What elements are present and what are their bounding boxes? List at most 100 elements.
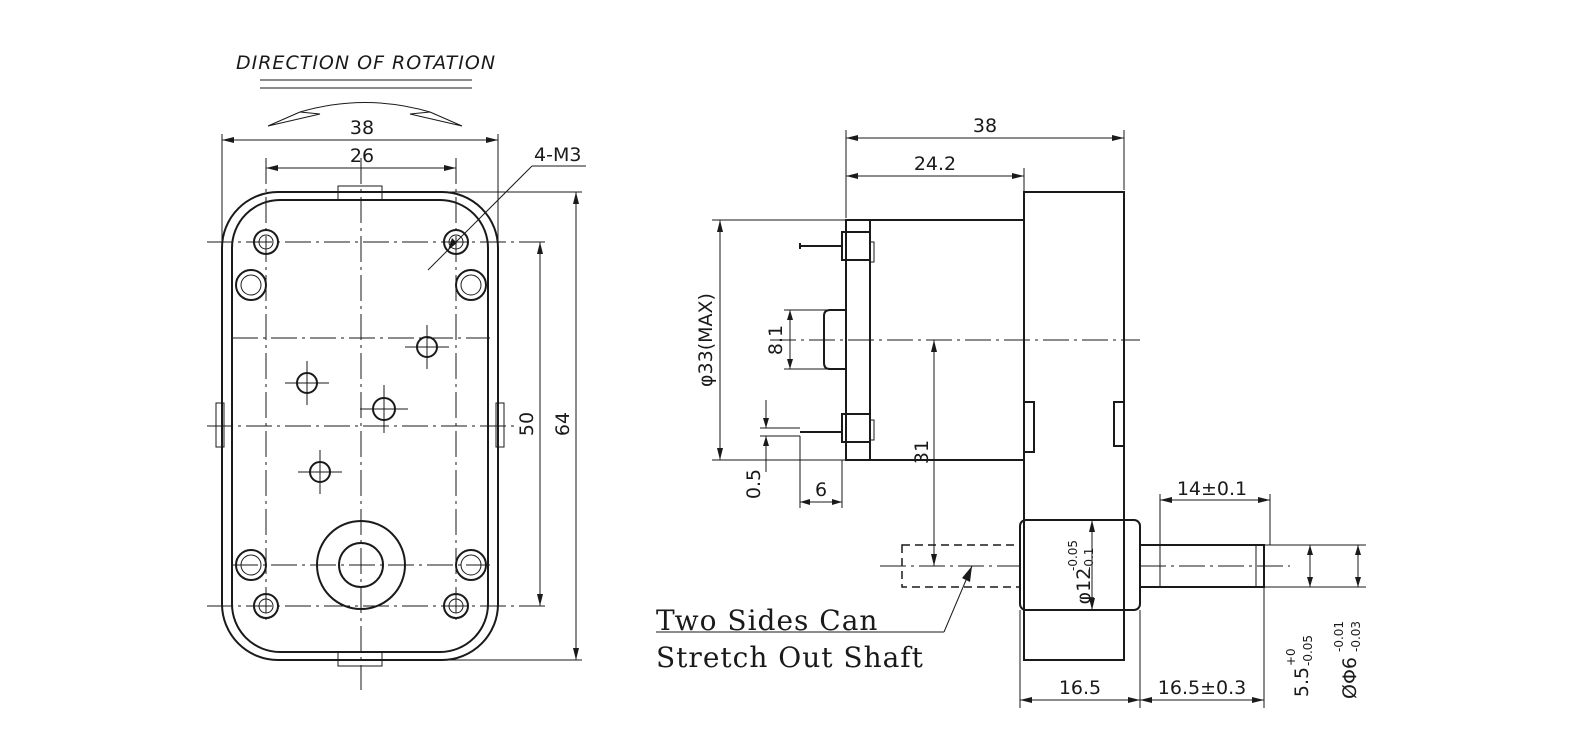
mounting-holes — [253, 229, 469, 619]
flat-lower-tol: -0.05 — [1301, 635, 1315, 666]
left-notch — [215, 402, 225, 448]
dim-hole-spacing-height: 50 — [516, 412, 538, 436]
top-notch — [337, 185, 383, 201]
arrow-icon — [1089, 598, 1095, 610]
rotation-label: DIRECTION OF ROTATION — [236, 52, 496, 74]
gearbox-tab — [1113, 401, 1125, 447]
arrow-icon — [787, 310, 793, 320]
arrow-icon — [1307, 545, 1313, 555]
dim-overall-width: 38 — [350, 117, 374, 139]
arrow-icon — [1258, 497, 1270, 503]
arrow-icon — [537, 594, 543, 606]
arrow-icon — [717, 448, 723, 460]
arrow-icon — [1012, 173, 1024, 179]
arrow-icon — [573, 648, 579, 660]
dim-gearbox-depth: 16.5 — [1059, 677, 1101, 699]
mount-hole-thread — [258, 234, 274, 250]
output-shaft-bore — [338, 542, 384, 588]
dim-flat: 5.5 +0 -0.05 — [1284, 635, 1315, 697]
screw-boss — [235, 269, 267, 301]
arrow-icon — [787, 359, 793, 369]
dim-shaft-extension: 16.5±0.3 — [1158, 677, 1246, 699]
screw-boss-inner — [240, 554, 262, 576]
arrow-icon — [537, 242, 543, 254]
rotation-arrow-right-icon — [409, 111, 463, 127]
arrow-icon — [931, 340, 937, 352]
screw-boss — [235, 549, 267, 581]
dim-hole-spacing-width: 26 — [350, 145, 374, 167]
front-view: DIRECTION OF ROTATION — [207, 52, 586, 690]
dim-motor-length: 24.2 — [914, 153, 956, 175]
dim-overall-height: 64 — [552, 412, 574, 436]
arrow-icon — [800, 499, 810, 505]
arrow-icon — [931, 554, 937, 566]
arrow-icon — [266, 165, 278, 171]
dim-motor-diameter: φ33(MAX) — [695, 293, 717, 387]
dim-overall-length: 38 — [973, 115, 997, 137]
screw-boss-inner — [460, 554, 482, 576]
arrow-icon — [832, 499, 842, 505]
arrow-icon — [846, 135, 858, 141]
hub-diameter-lower-tol: -0.1 — [1082, 548, 1096, 571]
hub-diameter-upper-tol: -0.05 — [1066, 540, 1080, 571]
dim-hub-diameter: φ12 -0.05 -0.1 — [1066, 540, 1096, 604]
thread-callout: 4-M3 — [534, 144, 581, 166]
note-line-1: Two Sides Can — [656, 604, 878, 637]
dim-shaft-diameter: ØΦ6 -0.01 -0.03 — [1332, 621, 1363, 699]
arrow-icon — [846, 173, 858, 179]
arrow-icon — [573, 192, 579, 204]
mount-hole-thread — [258, 598, 274, 614]
flat-base: 5.5 — [1291, 667, 1313, 697]
arrow-icon — [1128, 697, 1140, 703]
shaft-diameter-lower-tol: -0.03 — [1349, 621, 1363, 652]
arrow-icon — [1020, 697, 1032, 703]
shaft-diameter-upper-tol: -0.01 — [1332, 621, 1346, 652]
arrow-icon — [1252, 697, 1264, 703]
arrow-icon — [1307, 577, 1313, 587]
arrow-icon — [1355, 577, 1361, 587]
arrow-icon — [222, 137, 234, 143]
arrow-icon — [448, 238, 457, 250]
output-hub — [316, 520, 406, 610]
mount-hole — [443, 593, 469, 619]
shaft-diameter-base: ØΦ6 — [1339, 657, 1361, 699]
note-line-2: Stretch Out Shaft — [656, 641, 924, 674]
mount-hole — [443, 229, 469, 255]
mount-hole-thread — [448, 234, 464, 250]
dim-bump-height: 8.1 — [765, 325, 787, 355]
screw-bosses — [235, 269, 487, 581]
dim-terminal-length: 6 — [815, 479, 827, 501]
arrow-icon — [1140, 697, 1152, 703]
arrow-icon — [1089, 520, 1095, 532]
arrow-icon — [1355, 545, 1361, 555]
screw-boss-inner — [460, 274, 482, 296]
arrow-icon — [1112, 135, 1124, 141]
flat-upper-tol: +0 — [1284, 648, 1298, 666]
screw-boss-inner — [240, 274, 262, 296]
dim-shaft-length: 14±0.1 — [1177, 478, 1247, 500]
side-view: 38 24.2 φ33(MAX) 8.1 0.5 — [656, 115, 1366, 708]
right-notch — [495, 402, 505, 448]
mount-hole-thread — [448, 598, 464, 614]
arrow-icon — [1160, 497, 1172, 503]
dim-terminal-offset: 0.5 — [743, 469, 765, 499]
rotation-arc — [299, 102, 431, 113]
arrow-icon — [763, 436, 769, 446]
mount-hole — [253, 229, 279, 255]
rotation-arrow-left-icon — [267, 111, 321, 127]
gear-pins — [285, 325, 449, 494]
hub-diameter-base: φ12 — [1073, 568, 1095, 605]
arrow-icon — [763, 418, 769, 428]
screw-boss — [455, 269, 487, 301]
screw-boss — [455, 549, 487, 581]
arrow-icon — [717, 220, 723, 232]
bottom-notch — [337, 651, 383, 667]
leader-line — [427, 165, 533, 271]
gearbox-tab — [1023, 401, 1035, 453]
arrow-icon — [444, 165, 456, 171]
mount-hole — [253, 593, 279, 619]
arrow-icon — [486, 137, 498, 143]
dim-shaft-offset: 31 — [911, 440, 933, 464]
arrow-icon — [962, 566, 972, 582]
